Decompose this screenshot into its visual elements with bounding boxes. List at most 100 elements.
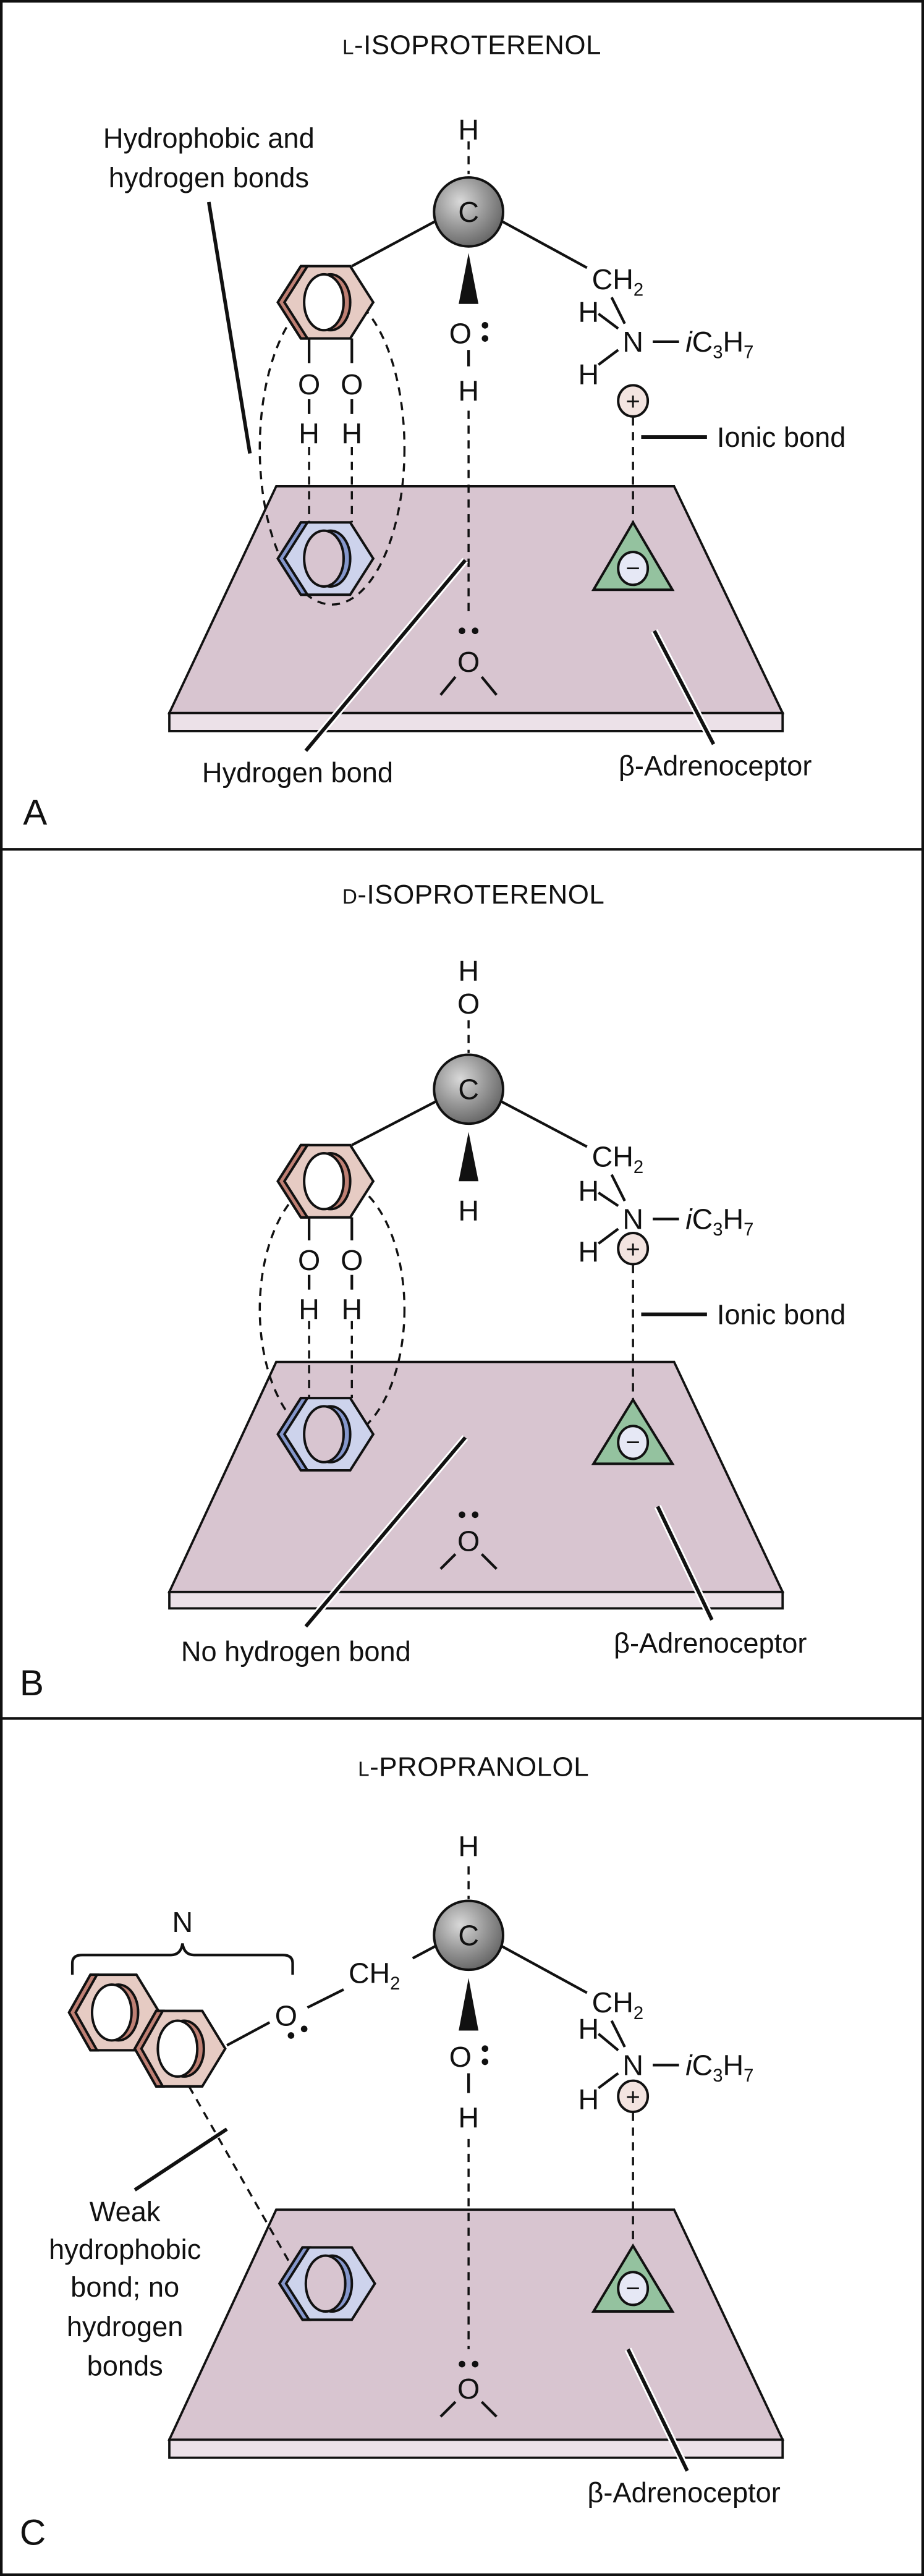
wedge-bond bbox=[459, 1978, 479, 2031]
naphthalene-label: N bbox=[172, 1906, 193, 1938]
catechol-hydrogen: H bbox=[341, 418, 362, 450]
panel-b: D-ISOPROTERENOL − O H O bbox=[20, 879, 846, 1703]
bond-c-ch2 bbox=[499, 1944, 588, 1994]
anionic-site: − bbox=[591, 520, 675, 591]
naphthalene-brace bbox=[70, 1943, 294, 1975]
chiral-carbon-label: C bbox=[458, 1073, 479, 1105]
catechol-oxygen: O bbox=[341, 368, 363, 400]
receptor-aromatic-ring bbox=[278, 2246, 376, 2321]
bond-c-ring bbox=[351, 1099, 438, 1146]
anionic-site: − bbox=[591, 1397, 675, 1465]
lone-pair-dot bbox=[287, 2032, 295, 2039]
hydroxyl-oxygen: O bbox=[449, 318, 472, 350]
svg-text:iC3H7: iC3H7 bbox=[685, 326, 753, 363]
panel-title: L-ISOPROTERENOL bbox=[342, 30, 601, 61]
lone-pair-dot bbox=[481, 2045, 489, 2053]
bond-c-ch2 bbox=[499, 1099, 588, 1148]
anionic-site: − bbox=[591, 2243, 675, 2313]
negative-charge-sign: − bbox=[626, 555, 640, 582]
catechol-hydrogen: H bbox=[299, 418, 320, 450]
svg-text:H: H bbox=[579, 1235, 600, 1268]
chiral-carbon-sphere bbox=[433, 1053, 504, 1125]
label-weak-line1: Weak bbox=[90, 2196, 161, 2227]
panel-letter: B bbox=[20, 1663, 44, 1703]
label-weak-line2: hydrophobic bbox=[49, 2234, 201, 2265]
panel-title: L-PROPRANOLOL bbox=[358, 1752, 589, 1782]
positive-charge-sign: + bbox=[626, 388, 640, 415]
protonated-amine: CH2 H N H iC3H7 + bbox=[579, 1986, 754, 2116]
label-beta-adrenoceptor: β-Adrenoceptor bbox=[587, 2476, 780, 2508]
atom-h-top: H bbox=[458, 114, 479, 146]
bond-c-ch2-left bbox=[412, 1944, 438, 1960]
svg-text:CH2: CH2 bbox=[592, 1986, 643, 2023]
svg-text:iC3H7: iC3H7 bbox=[685, 1203, 753, 1240]
receptor-slab-edge bbox=[168, 711, 784, 732]
drug-catechol-ring bbox=[276, 1143, 375, 1219]
hydrophobic-interaction-ellipse bbox=[258, 291, 406, 606]
leader-receptor bbox=[653, 630, 716, 745]
chiral-carbon-sphere bbox=[433, 1899, 504, 1972]
label-ionic-bond: Ionic bond bbox=[717, 422, 846, 453]
panel-a: L-ISOPROTERENOL − O bbox=[23, 30, 846, 833]
chiral-carbon-sphere bbox=[433, 176, 504, 248]
svg-text:O: O bbox=[457, 646, 480, 678]
chiral-carbon-label: C bbox=[458, 196, 479, 228]
hydroxyl-hydrogen: H bbox=[458, 375, 479, 407]
svg-text:CH2: CH2 bbox=[592, 1140, 643, 1177]
protonated-amine: CH2 H N H iC3H7 + bbox=[579, 263, 753, 418]
label-hydrophobic-line2: hydrogen bonds bbox=[109, 162, 309, 193]
svg-text:+: + bbox=[626, 1236, 640, 1263]
title-prefix: L bbox=[342, 36, 354, 59]
lone-pair-dot bbox=[300, 2025, 308, 2033]
bond-o-naphthalene bbox=[226, 2021, 271, 2047]
leader-hydrophobic bbox=[206, 201, 252, 454]
catechol-oxygen: O bbox=[298, 368, 320, 400]
negative-charge-circle bbox=[617, 551, 650, 587]
receptor-surface bbox=[167, 2208, 785, 2459]
catechol-oxygen: O bbox=[298, 1244, 320, 1276]
svg-text:H: H bbox=[579, 1175, 600, 1207]
leader-receptor bbox=[656, 1506, 714, 1621]
lone-pair-dot bbox=[481, 335, 489, 342]
label-weak-line3: bond; no bbox=[70, 2271, 179, 2303]
ether-oxygen: O bbox=[275, 2000, 297, 2032]
atom-h-top: H bbox=[458, 955, 479, 987]
receptor-plane bbox=[167, 485, 785, 714]
svg-text:CH2: CH2 bbox=[592, 263, 643, 300]
bond-c-ring bbox=[351, 219, 438, 268]
svg-text:H: H bbox=[579, 358, 600, 391]
svg-text:H: H bbox=[579, 2083, 600, 2116]
svg-text:N: N bbox=[622, 326, 643, 358]
svg-text:O: O bbox=[457, 2373, 480, 2405]
svg-text:+: + bbox=[626, 2083, 640, 2111]
atom-o-top: O bbox=[457, 988, 480, 1020]
panel-title: D-ISOPROTERENOL bbox=[342, 879, 605, 910]
hydroxyl-oxygen: O bbox=[449, 2041, 472, 2073]
receptor-oxygen: O bbox=[439, 1511, 498, 1570]
label-ionic-bond: Ionic bond bbox=[717, 1299, 846, 1330]
label-weak-line5: bonds bbox=[87, 2350, 163, 2382]
svg-text:iC3H7: iC3H7 bbox=[685, 2049, 753, 2086]
label-hydrophobic-line1: Hydrophobic and bbox=[103, 122, 315, 154]
drug-catechol-ring bbox=[276, 265, 375, 340]
lone-pair-dot bbox=[481, 322, 489, 329]
svg-text:N: N bbox=[622, 2049, 643, 2081]
svg-text:−: − bbox=[626, 1429, 640, 1456]
chiral-carbon-label: C bbox=[458, 1919, 479, 1951]
receptor-aromatic-ring bbox=[276, 1397, 375, 1472]
catechol-oxygen: O bbox=[341, 1244, 363, 1276]
panel-c: L-PROPRANOLOL − O H C O bbox=[20, 1752, 785, 2553]
panel-letter: A bbox=[23, 792, 47, 833]
catechol-hydrogen: H bbox=[341, 1294, 362, 1326]
bond-ch2-o bbox=[307, 1988, 344, 2009]
panel-letter: C bbox=[20, 2513, 46, 2553]
label-hydrogen-bond: Hydrogen bond bbox=[202, 756, 393, 788]
protonated-amine: CH2 H N H iC3H7 + bbox=[579, 1140, 754, 1268]
drug-naphthalene bbox=[67, 1973, 227, 2088]
hydroxyl-hydrogen: H bbox=[458, 2101, 479, 2133]
leader-no-hydrogen-bond bbox=[304, 1436, 467, 1628]
catechol-hydrogen: H bbox=[299, 1294, 320, 1326]
hydrophobic-interaction-dash bbox=[188, 2086, 290, 2263]
